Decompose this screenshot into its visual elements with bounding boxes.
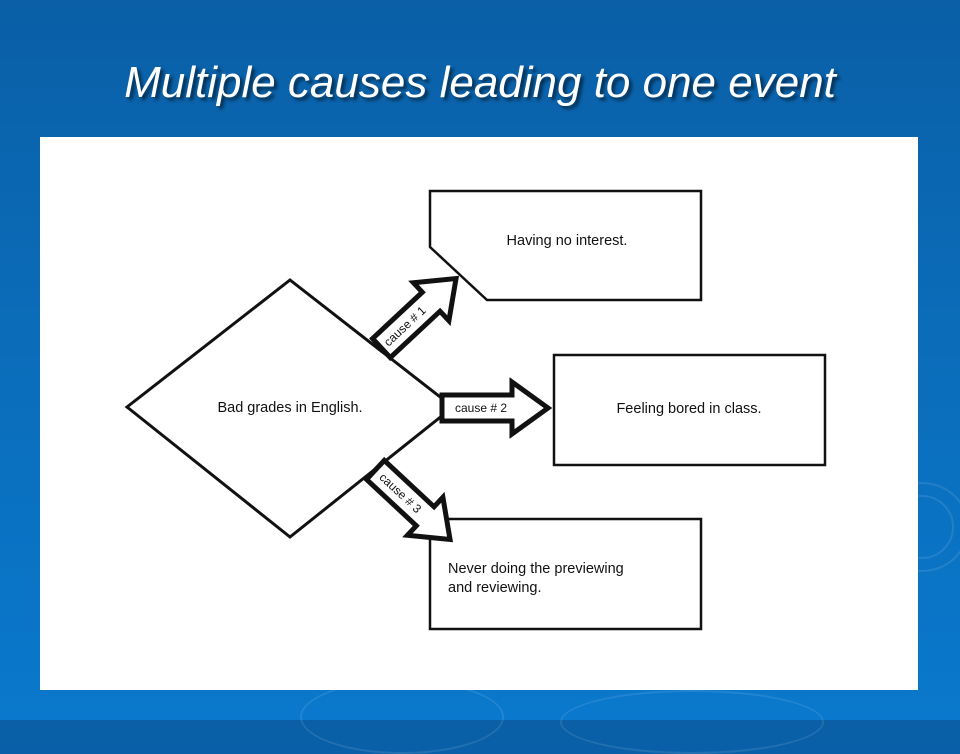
cause-text-1: Having no interest. — [507, 233, 628, 249]
background-ripple — [300, 680, 504, 754]
cause-arrow-2: cause # 2 — [439, 377, 553, 439]
cause-box-2 — [552, 353, 827, 467]
diagram-panel: Bad grades in English. Having no interes… — [40, 137, 918, 690]
cause-text-3-line2: and reviewing. — [448, 580, 542, 596]
cause-text-3-line1: Never doing the previewing — [448, 561, 624, 577]
cause-text-2: Feeling bored in class. — [616, 401, 761, 417]
cause-box-3 — [428, 517, 703, 631]
cause-box-1 — [428, 189, 703, 302]
slide-title: Multiple causes leading to one event — [124, 58, 836, 107]
event-label: Bad grades in English. — [217, 400, 362, 416]
cause-effect-diagram: Bad grades in English. Having no interes… — [124, 189, 827, 631]
cause-arrow-label-2: cause # 2 — [455, 401, 507, 415]
background-ripple — [560, 690, 824, 754]
